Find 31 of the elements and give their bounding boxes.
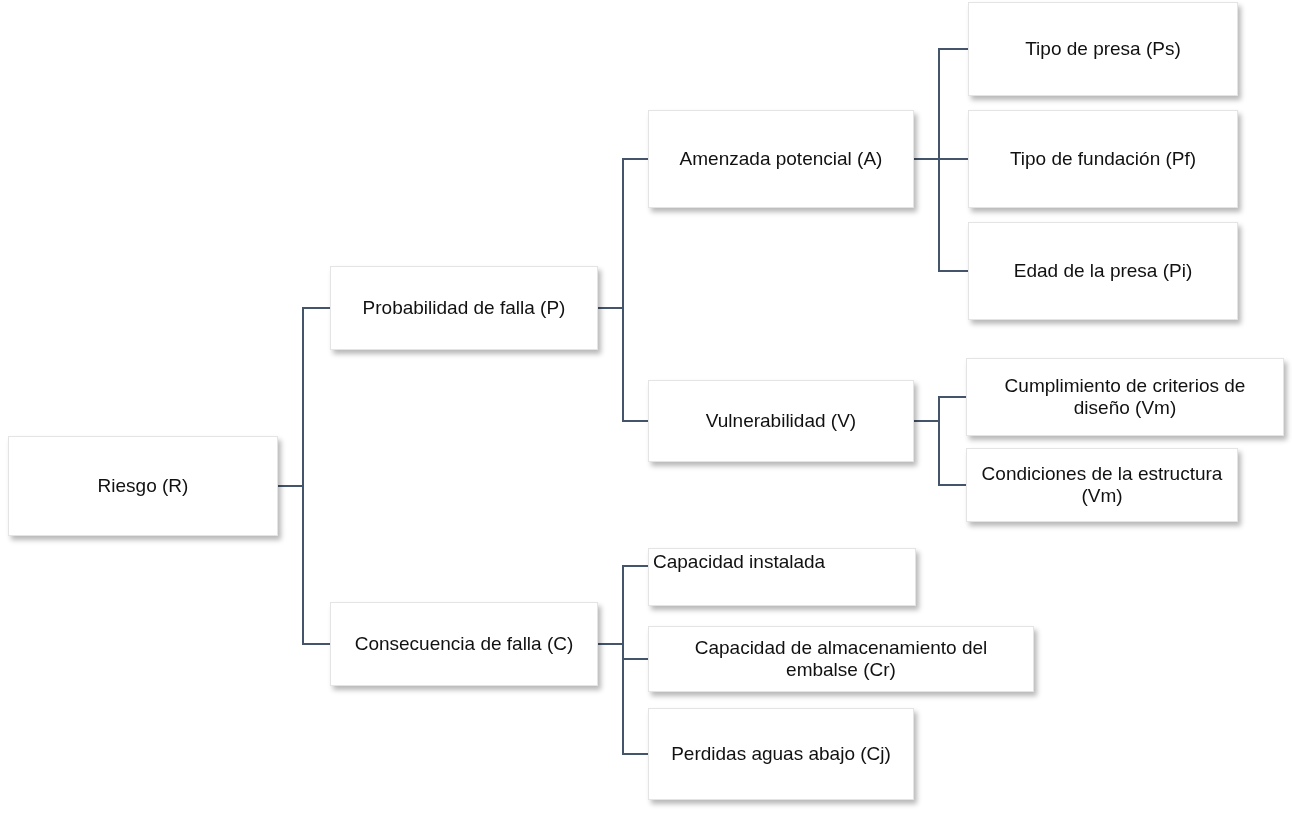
node-label: Capacidad de almacenamiento del embalse (Cr): [693, 637, 989, 681]
connector-line: [913, 158, 969, 272]
node-label: Probabilidad de falla (P): [362, 297, 566, 319]
node-box: [648, 708, 914, 800]
node-box: [330, 266, 598, 350]
node-label: Capacidad instalada: [653, 551, 826, 573]
node-label: Cumplimiento de criterios de diseño (Vm): [1003, 375, 1247, 419]
node-label: Tipo de presa (Ps): [1025, 38, 1181, 60]
node-label: Perdidas aguas abajo (Cj): [671, 743, 891, 765]
node-box: [330, 602, 598, 686]
connector-line: [277, 485, 331, 645]
node-label: Tipo de fundación (Pf): [1009, 148, 1197, 170]
node-label: Edad de la presa (Pi): [1013, 260, 1193, 282]
node-label: Amenzada potencial (A): [679, 148, 883, 170]
node-box: [8, 436, 278, 536]
connector-line: [597, 643, 649, 755]
connector-line: [597, 307, 649, 422]
node-box: [966, 358, 1284, 436]
node-box: [968, 222, 1238, 320]
node-label: Vulnerabilidad (V): [705, 410, 857, 432]
node-label: Condiciones de la estructura (Vm): [980, 463, 1224, 507]
connector-line: [913, 420, 967, 486]
node-label: Consecuencia de falla (C): [354, 633, 574, 655]
node-box: [648, 110, 914, 208]
node-label: Riesgo (R): [97, 475, 189, 497]
node-box: [648, 548, 916, 606]
node-box: [968, 2, 1238, 96]
node-box: [966, 448, 1238, 522]
node-box: [648, 380, 914, 462]
node-box: [968, 110, 1238, 208]
node-box: [648, 626, 1034, 692]
